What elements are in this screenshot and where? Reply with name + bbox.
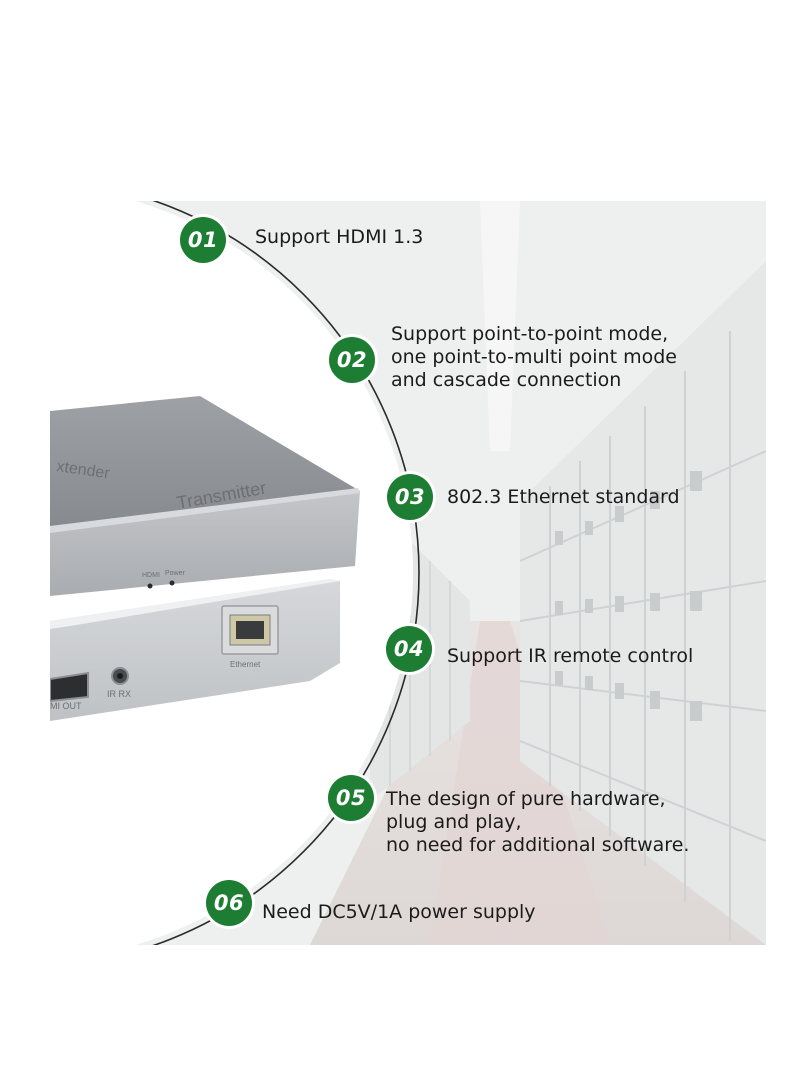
feature-text-03: 802.3 Ethernet standard bbox=[447, 486, 680, 508]
hdmi-out-label: MI OUT bbox=[50, 701, 82, 711]
feature-text-06: Need DC5V/1A power supply bbox=[262, 901, 536, 923]
number-badge-04: 04 bbox=[386, 626, 432, 672]
arc-line bbox=[152, 201, 420, 945]
feature-text-02: Support point-to-point mode, one point-t… bbox=[391, 323, 677, 391]
feature-text-01: Support HDMI 1.3 bbox=[255, 226, 424, 248]
ethernet-label: Ethernet bbox=[230, 660, 261, 669]
hdmi-led bbox=[147, 583, 153, 589]
number-badge-03: 03 bbox=[387, 474, 433, 520]
feature-banner: xtender Transmitter HDMI Power Ethernet … bbox=[50, 201, 766, 945]
device-illustration: xtender Transmitter HDMI Power Ethernet … bbox=[50, 201, 420, 945]
led-label-power: Power bbox=[165, 570, 186, 577]
number-badge-02: 02 bbox=[329, 337, 375, 383]
number-badge-06: 06 bbox=[206, 880, 252, 926]
power-led bbox=[169, 580, 175, 586]
feature-text-04: Support IR remote control bbox=[447, 645, 694, 667]
ir-rx-label: IR RX bbox=[107, 689, 131, 699]
number-badge-05: 05 bbox=[328, 775, 374, 821]
number-badge-01: 01 bbox=[180, 217, 226, 263]
led-label-hdmi: HDMI bbox=[142, 572, 160, 579]
feature-text-05: The design of pure hardware, plug and pl… bbox=[386, 788, 690, 856]
